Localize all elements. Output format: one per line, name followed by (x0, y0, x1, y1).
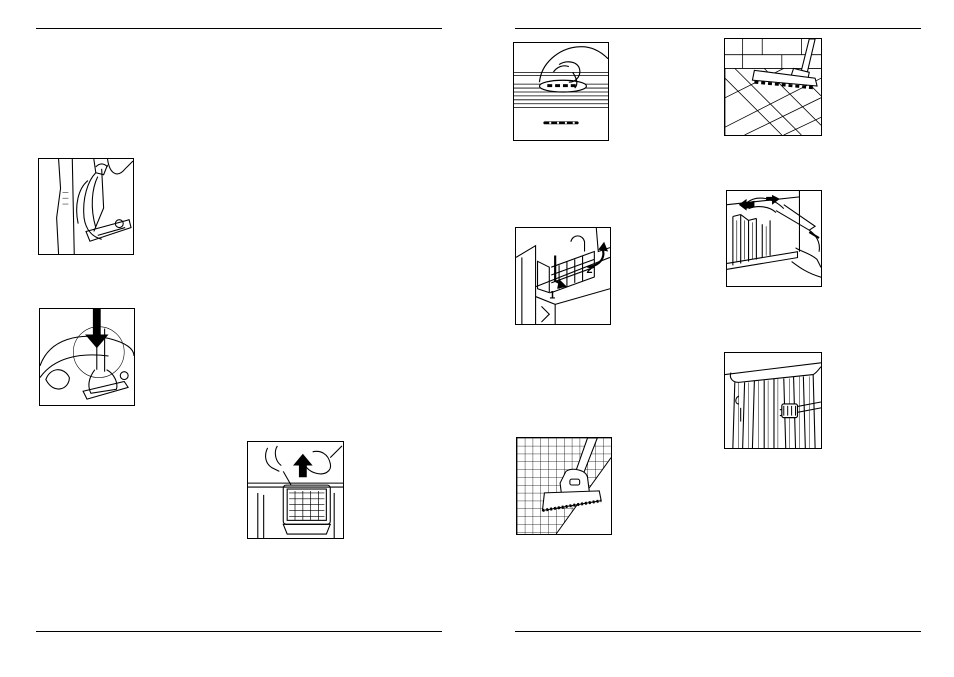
filter-holder-icon: 1 2 (516, 228, 610, 324)
filter-removal-icon (248, 442, 343, 538)
park-nozzle-figure (39, 308, 135, 406)
carry-vacuum-icon (39, 159, 133, 254)
top-rule-left (36, 28, 442, 29)
bottom-rule-left (36, 631, 442, 632)
nozzle-switch-figure (513, 42, 609, 141)
carry-vacuum-figure (38, 158, 134, 255)
step-1-label: 1 (549, 290, 555, 302)
carpet-nozzle-figure (516, 437, 612, 535)
bottom-rule-right (515, 631, 921, 632)
carpet-nozzle-icon (517, 438, 611, 534)
hard-floor-nozzle-icon (725, 39, 821, 135)
hard-floor-figure (724, 38, 822, 136)
radiator-crevice-figure (724, 352, 822, 449)
bookshelf-brush-figure (726, 190, 822, 287)
radiator-crevice-tool-icon (725, 353, 821, 448)
park-nozzle-icon (40, 309, 134, 405)
top-rule-right (515, 28, 921, 29)
filter-removal-figure (247, 441, 344, 539)
step-2-label: 2 (587, 264, 593, 276)
nozzle-switch-icon (514, 43, 608, 140)
dusting-brush-icon (727, 191, 821, 286)
filter-holder-figure: 1 2 (515, 227, 611, 325)
